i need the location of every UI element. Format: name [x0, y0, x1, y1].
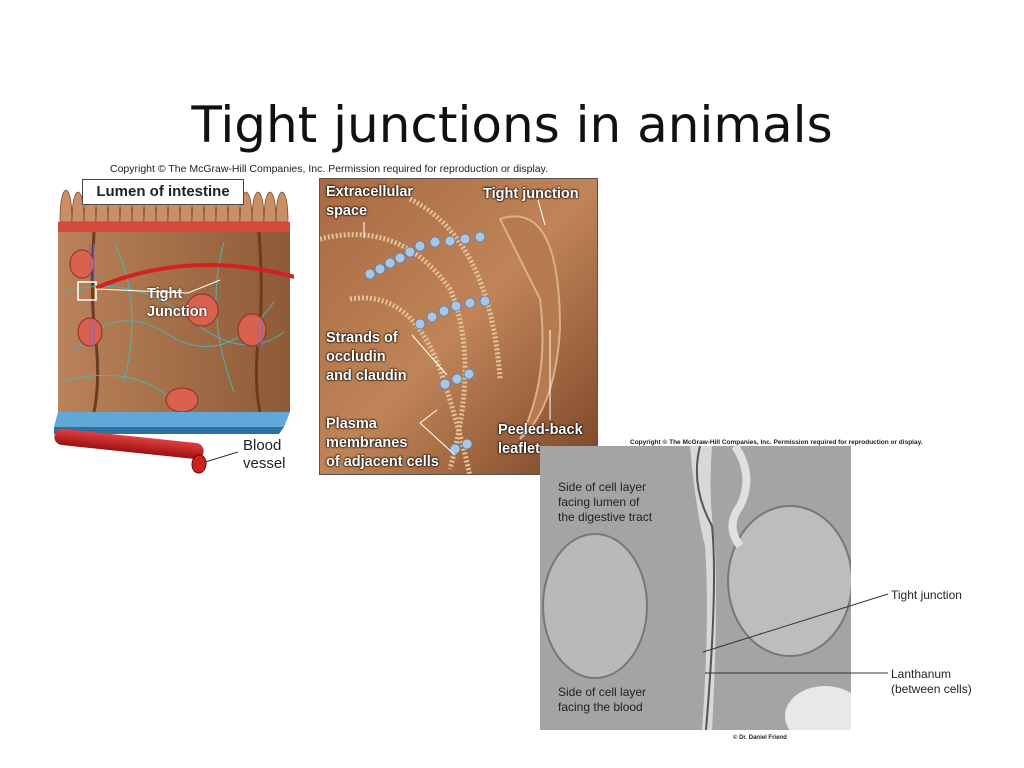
lumen-of-intestine-label: Lumen of intestine: [82, 179, 244, 205]
lanthanum-label: Lanthanum (between cells): [891, 667, 972, 696]
intestine-cell-illustration: [54, 189, 294, 474]
lumen-side-label: Side of cell layer facing lumen of the d…: [558, 480, 653, 524]
photo-credit: © Dr. Daniel Friend: [733, 735, 787, 741]
copyright-notice-em: Copyright © The McGraw-Hill Companies, I…: [630, 439, 923, 446]
blood-side-label: Side of cell layer facing the blood: [558, 685, 647, 714]
slide-title: Tight junctions in animals: [191, 96, 833, 154]
tight-junction-em-label: Tight junction: [891, 588, 962, 602]
strands-occludin-claudin-label: Strands of occludin and claudin: [326, 330, 407, 384]
electron-micrograph: Side of cell layer facing lumen of the d…: [540, 446, 851, 730]
magnified-tight-junction-panel: Extracellular space Tight junction Stran…: [319, 178, 598, 475]
tight-junction-label-left: Tight Junction: [147, 286, 208, 320]
copyright-notice: Copyright © The McGraw-Hill Companies, I…: [110, 163, 549, 175]
extracellular-space-label: Extracellular space: [326, 184, 414, 219]
blood-vessel-label: Blood vessel: [243, 437, 286, 472]
plasma-membranes-label: Plasma membranes of adjacent cells: [326, 416, 439, 470]
peeled-back-leaflet-label: Peeled-back leaflet: [498, 422, 583, 457]
tight-junction-panel-label: Tight junction: [483, 186, 579, 202]
